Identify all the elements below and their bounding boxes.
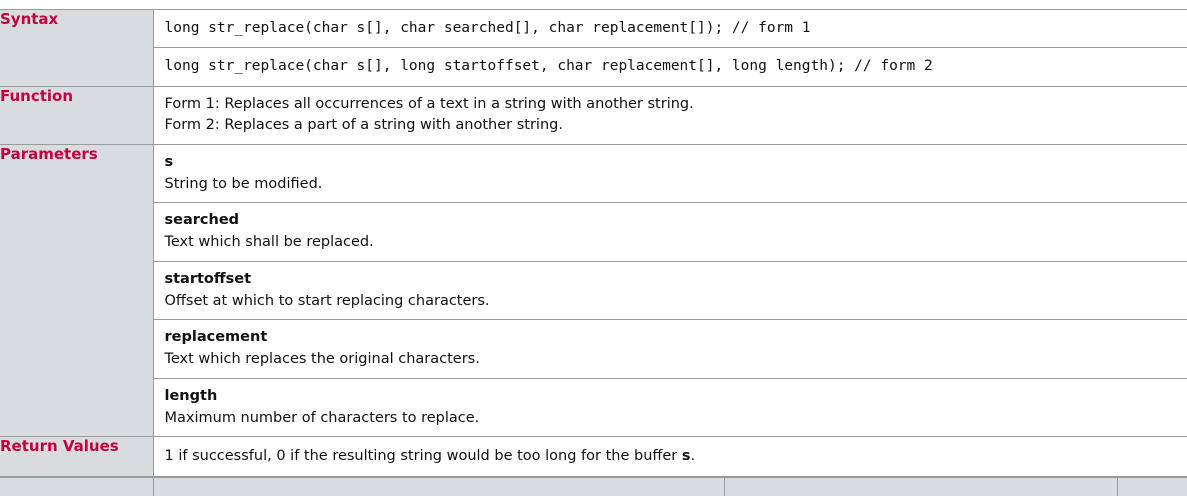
syntax-block: long str_replace(char s[], char searched… — [154, 10, 1187, 86]
table-row-syntax: Syntax long str_replace(char s[], char s… — [0, 10, 1187, 87]
row-content-parameters: s String to be modified. searched Text w… — [153, 144, 1187, 437]
parameter-description: String to be modified. — [165, 174, 1178, 196]
parameter-name: length — [165, 386, 1178, 408]
parameter-item: length Maximum number of characters to r… — [154, 379, 1187, 437]
parameter-item: searched Text which shall be replaced. — [154, 203, 1187, 262]
table-row-parameters: Parameters s String to be modified. sear… — [0, 144, 1187, 437]
syntax-code-line-form2: long str_replace(char s[], long startoff… — [154, 48, 1187, 85]
return-values-text-after: . — [691, 448, 696, 464]
parameter-description: Text which shall be replaced. — [165, 232, 1178, 254]
function-description-block: Form 1: Replaces all occurrences of a te… — [154, 87, 1187, 144]
parameter-name: s — [165, 152, 1178, 174]
row-content-syntax: long str_replace(char s[], char searched… — [153, 10, 1187, 87]
return-values-description: 1 if successful, 0 if the resulting stri… — [154, 437, 1187, 475]
function-reference-table: Syntax long str_replace(char s[], char s… — [0, 9, 1187, 477]
parameter-name: replacement — [165, 327, 1178, 349]
function-description-form1: Form 1: Replaces all occurrences of a te… — [165, 94, 1178, 115]
parameter-name: startoffset — [165, 269, 1178, 291]
return-values-text-before: 1 if successful, 0 if the resulting stri… — [165, 448, 682, 464]
parameter-name: searched — [165, 210, 1178, 232]
next-table-partial-row — [0, 477, 1187, 496]
parameter-item: startoffset Offset at which to start rep… — [154, 262, 1187, 321]
row-label-parameters: Parameters — [0, 144, 153, 437]
table-row-function: Function Form 1: Replaces all occurrence… — [0, 86, 1187, 144]
parameter-description: Offset at which to start replacing chara… — [165, 291, 1178, 313]
syntax-code-line-form1: long str_replace(char s[], char searched… — [154, 10, 1187, 48]
row-label-function: Function — [0, 86, 153, 144]
row-label-return-values: Return Values — [0, 437, 153, 476]
row-content-function: Form 1: Replaces all occurrences of a te… — [153, 86, 1187, 144]
function-description-form2: Form 2: Replaces a part of a string with… — [165, 115, 1178, 136]
parameter-item: s String to be modified. — [154, 145, 1187, 204]
parameter-description: Text which replaces the original charact… — [165, 349, 1178, 371]
parameter-item: replacement Text which replaces the orig… — [154, 320, 1187, 379]
table-row-return-values: Return Values 1 if successful, 0 if the … — [0, 437, 1187, 476]
parameter-description: Maximum number of characters to replace. — [165, 408, 1178, 430]
row-label-syntax: Syntax — [0, 10, 153, 87]
return-values-buffer-param: s — [682, 448, 691, 464]
row-content-return-values: 1 if successful, 0 if the resulting stri… — [153, 437, 1187, 476]
